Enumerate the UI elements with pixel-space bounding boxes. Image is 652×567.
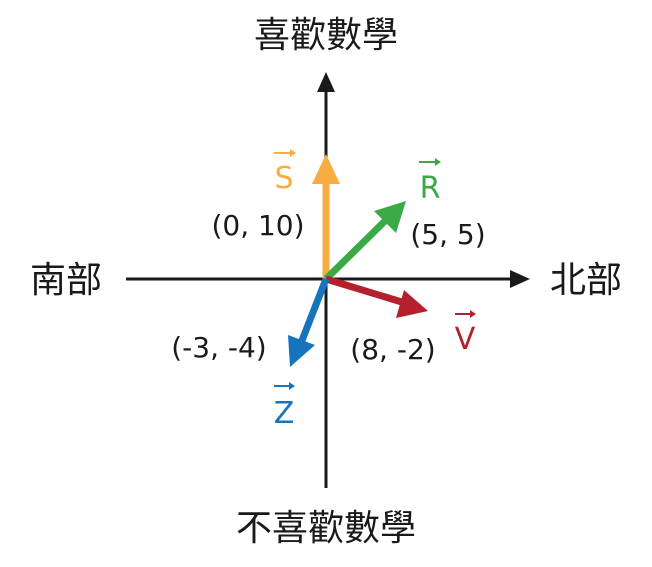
vector-Z-letter: Z <box>274 396 295 431</box>
vertical-axis-arrowhead <box>317 72 335 92</box>
vector-V-shaft <box>324 275 407 307</box>
vector-S <box>312 154 340 279</box>
vector-R-name: R <box>419 158 441 206</box>
vector-V-arrowhead <box>396 290 428 318</box>
vector-S-name: S <box>274 149 296 196</box>
vector-R-letter: R <box>420 171 441 206</box>
axis-label-bottom: 不喜歡數學 <box>236 508 416 549</box>
vector-V-name: V <box>455 310 476 357</box>
axis-label-top: 喜歡數學 <box>254 15 398 56</box>
vector-R-coords: (5, 5) <box>410 218 485 251</box>
vector-R <box>323 201 406 282</box>
vector-R-over-arrow-tip <box>435 158 441 166</box>
vector-S-arrowhead <box>312 154 340 184</box>
vector-Z-over-arrow-tip <box>289 382 295 390</box>
axis-label-left: 南部 <box>30 260 102 301</box>
axis-label-right: 北部 <box>550 260 622 301</box>
vector-Z-shaft <box>297 277 330 345</box>
vector-Z-arrowhead <box>288 335 315 367</box>
vector-V-letter: V <box>455 322 476 357</box>
vector-S-over-arrow-tip <box>290 149 296 157</box>
vector-V-coords: (8, -2) <box>350 333 435 366</box>
vector-Z <box>288 277 330 367</box>
vector-R-arrowhead <box>374 201 406 233</box>
horizontal-axis-arrowhead <box>510 270 530 288</box>
vector-Z-name: Z <box>274 382 295 431</box>
vector-V-over-arrow-tip <box>470 310 476 318</box>
vector-V <box>324 275 428 318</box>
vector-Z-coords: (-3, -4) <box>171 331 266 364</box>
vector-S-letter: S <box>274 161 293 196</box>
vector-R-shaft <box>323 216 390 282</box>
vector-S-coords: (0, 10) <box>211 209 304 242</box>
